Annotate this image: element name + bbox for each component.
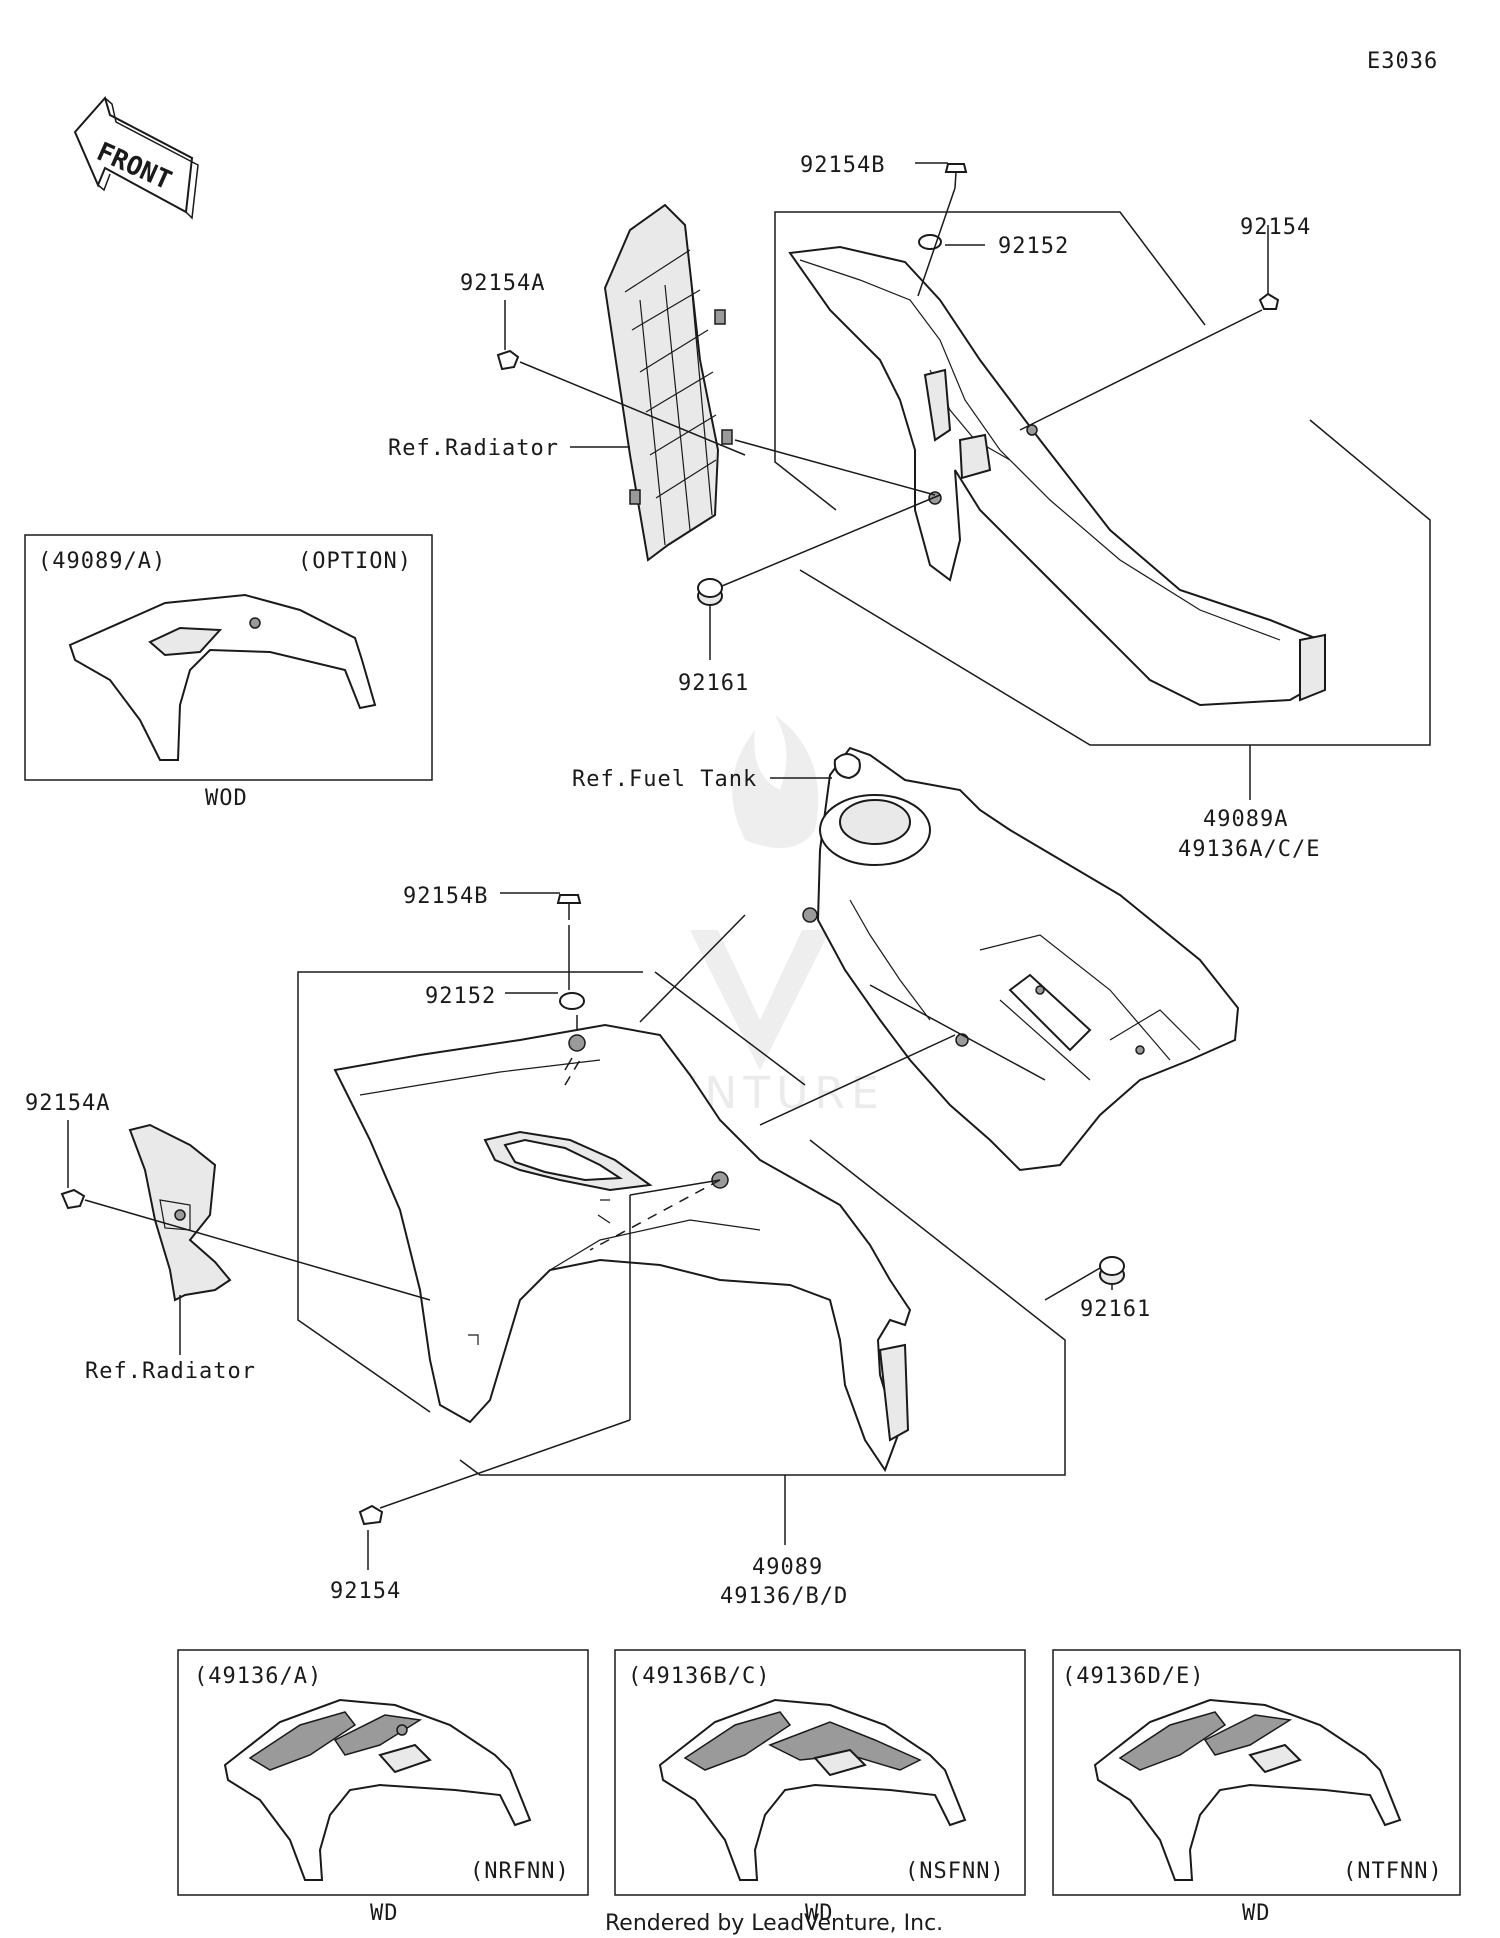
washer-92152-mid: [559, 992, 585, 1010]
inset-2-caption: WD: [805, 1901, 834, 1926]
inset-49136-bc: (49136B/C) (NSFNN) WD: [614, 1649, 1026, 1926]
label-ref-fuel-tank: Ref.Fuel Tank: [572, 767, 757, 792]
fuel-tank: [802, 746, 1240, 1172]
label-kit-bottom-line1: 49089: [752, 1555, 823, 1580]
inset-option-header-right: (OPTION): [298, 549, 412, 574]
bolt-92154A-left: [60, 1188, 86, 1210]
grommet-92161-right: [1099, 1256, 1125, 1285]
inset-49136-de: (49136D/E) (NTFNN) WD: [1052, 1649, 1461, 1926]
bolt-92154A-top: [496, 349, 520, 371]
label-kit-top-line1: 49089A: [1203, 807, 1288, 832]
front-arrow-icon: FRONT: [73, 95, 199, 220]
radiator-part-left: [128, 1123, 232, 1302]
label-92154-bottom: 92154: [330, 1579, 401, 1604]
bolt-92154-top: [1258, 292, 1280, 310]
bolt-92154B-mid: [556, 894, 582, 920]
inset-option-header-left: (49089/A): [38, 549, 166, 574]
inset-option-caption: WOD: [205, 786, 248, 811]
label-92154A-top: 92154A: [460, 271, 545, 296]
radiator-grille-top: [603, 203, 733, 562]
label-kit-top-line2: 49136A/C/E: [1178, 837, 1320, 862]
label-92154-top: 92154: [1240, 215, 1311, 240]
inset-2-code: (NSFNN): [905, 1859, 1005, 1884]
diagram-code: E3036: [1367, 49, 1438, 74]
label-ref-radiator-left: Ref.Radiator: [85, 1359, 256, 1384]
inset-1-header: (49136/A): [194, 1664, 322, 1689]
radiator-shroud-top: [788, 245, 1327, 707]
inset-3-header: (49136D/E): [1062, 1664, 1204, 1689]
bolt-92154-bottom: [358, 1504, 384, 1526]
inset-49136-a: (49136/A) (NRFNN) WD: [177, 1649, 589, 1926]
inset-option-frame: [24, 534, 433, 781]
inset-2-header: (49136B/C): [628, 1664, 770, 1689]
label-92161-right: 92161: [1080, 1297, 1151, 1322]
label-92152-top: 92152: [998, 234, 1069, 259]
label-92161-top: 92161: [678, 671, 749, 696]
radiator-shroud-lower: [333, 1023, 912, 1473]
inset-option: (49089/A) (OPTION) WOD: [24, 534, 433, 811]
inset-1-code: (NRFNN): [470, 1859, 570, 1884]
inset-3-caption: WD: [1242, 1901, 1271, 1926]
label-92154B-top: 92154B: [800, 153, 885, 178]
footer-credit: Rendered by LeadVenture, Inc.: [605, 1911, 943, 1936]
inset-3-code: (NTFNN): [1343, 1859, 1443, 1884]
label-kit-bottom-line2: 49136/B/D: [720, 1584, 848, 1609]
inset-1-caption: WD: [370, 1901, 399, 1926]
bolt-92154B-top: [944, 163, 968, 189]
label-ref-radiator-top: Ref.Radiator: [388, 436, 559, 461]
label-92154B-mid: 92154B: [403, 884, 488, 909]
grommet-92161-top: [697, 578, 723, 606]
label-92152-mid: 92152: [425, 984, 496, 1009]
label-92154A-left: 92154A: [25, 1091, 110, 1116]
